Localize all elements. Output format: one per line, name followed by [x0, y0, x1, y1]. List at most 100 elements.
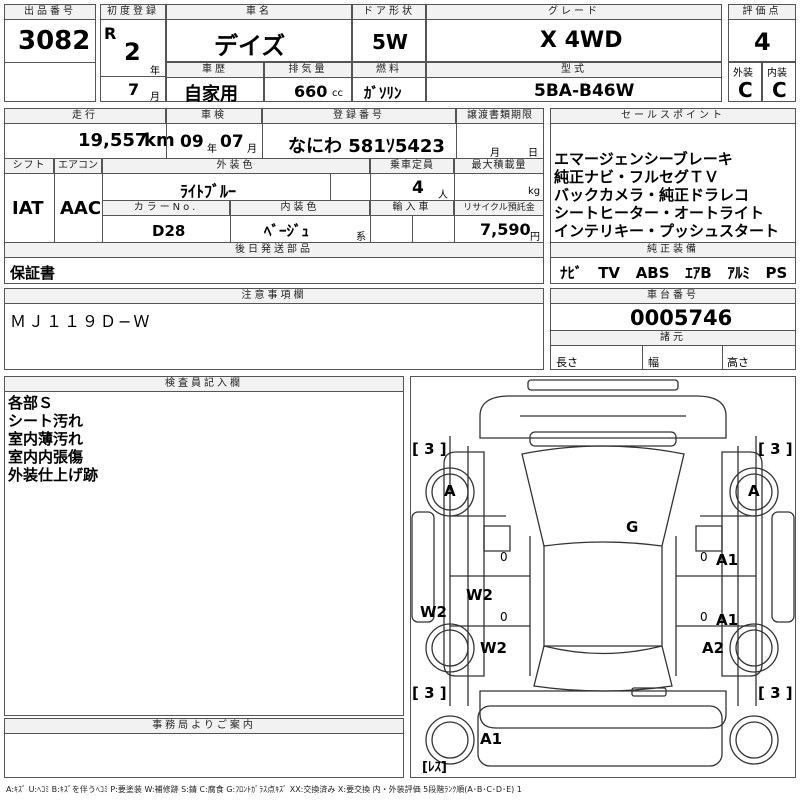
ext-color-label: 外装色	[102, 158, 370, 174]
equipment-item: ｱﾙﾐ	[727, 264, 750, 282]
shift-label: シフト	[4, 158, 54, 174]
roof-shape	[543, 546, 663, 647]
equipment-item: ﾅﾋﾞ	[560, 264, 583, 282]
mark-left-w2-upper: W2	[466, 586, 493, 604]
import-label: 輸入車	[370, 200, 454, 216]
wheel-rear-left	[425, 623, 475, 673]
int-color-value: ﾍﾞｰｼﾞｭ	[264, 222, 310, 240]
sales-point-line: インテリキー・プッシュスタート	[554, 222, 780, 240]
mark-bracket-bl: [ 3 ]	[412, 684, 447, 702]
recycle-label: リサイクル預託金	[454, 200, 544, 216]
rear-bumper-shape	[479, 690, 727, 729]
displacement-value: 660	[294, 82, 328, 101]
interior-cell	[762, 62, 796, 102]
mark-wheel-fr: A	[748, 482, 760, 500]
transfer-deadline-label: 譲渡書類期限	[456, 108, 544, 124]
plate-value: なにわ 581ｿ5423	[288, 136, 445, 157]
capacity-value: 4	[412, 178, 424, 198]
inspection-year: 09	[180, 132, 204, 152]
exterior-label: 外装	[733, 68, 753, 79]
equipment-item: ABS	[635, 264, 670, 282]
sales-point-line: バックカメラ・純正ドラレコ	[554, 186, 750, 204]
inspector-line: 外装仕上げ跡	[8, 466, 99, 484]
mark-rear-a1: A1	[480, 730, 503, 748]
color-no-value: D28	[152, 222, 186, 240]
grade-value: X 4WD	[540, 28, 623, 53]
wheel-front-left	[425, 467, 475, 517]
fuel-label: 燃料	[352, 62, 426, 78]
inspection-label: 車検	[166, 108, 262, 124]
mark-zero: 0	[500, 550, 508, 564]
sales-points-label: セールスポイント	[550, 108, 796, 124]
door-value: 5W	[372, 30, 408, 54]
mileage-label: 走行	[4, 108, 166, 124]
plate-label: 登録番号	[262, 108, 456, 124]
max-load-unit: kg	[528, 186, 541, 197]
front-bumper-shape	[527, 379, 679, 391]
mark-zero: 0	[700, 550, 708, 564]
mark-bracket-br: [ 3 ]	[758, 684, 793, 702]
mark-rear-less: [ﾚｽ]	[422, 760, 447, 775]
office-label: 事務局よりご案内	[4, 718, 404, 734]
inspection-month-unit: 月	[247, 144, 257, 155]
mark-glass: G	[626, 518, 639, 536]
fuel-value: ｶﾞｿﾘﾝ	[364, 84, 402, 102]
mark-left-w2-lower: W2	[480, 639, 507, 657]
equipment-item: PS	[765, 264, 788, 282]
later-parts-label: 後日発送部品	[4, 242, 544, 258]
wheel-bottom-right	[729, 715, 779, 765]
height-label: 高さ	[727, 356, 749, 369]
legend: A:ｷｽﾞ U:ﾍｺﾐ B:ｷｽﾞを伴うﾍｺﾐ P:要塗装 W:補修跡 S:錆 …	[6, 785, 522, 794]
mark-bracket-tr: [ 3 ]	[758, 440, 793, 458]
equipment-list: ﾅﾋﾞ TV ABS ｴｱB ｱﾙﾐ PS PW	[560, 262, 800, 283]
grade-label: グレード	[426, 4, 722, 20]
later-parts-value: 保証書	[10, 264, 56, 282]
lot-number-value: 3082	[18, 26, 91, 56]
int-color-label: 内装色	[230, 200, 370, 216]
wheel-bottom-left	[425, 715, 475, 765]
inspector-notes: 各部Ｓ シート汚れ 室内薄汚れ 室内内張傷 外装仕上げ跡	[8, 394, 98, 484]
car-name-label: 車名	[166, 4, 352, 20]
body-outline	[449, 436, 757, 706]
aircon-label: エアコン	[54, 158, 102, 174]
inspector-line: 室内薄汚れ	[8, 430, 84, 448]
recycle-unit: 円	[530, 232, 540, 243]
wheel-rear-right	[729, 623, 779, 673]
color-no-label: カラーNo.	[102, 200, 230, 216]
inspection-month: 07	[220, 132, 244, 152]
first-registration-label: 初度登録	[100, 4, 166, 20]
exterior-value: C	[738, 78, 753, 102]
inspector-line: 各部Ｓ	[8, 394, 54, 412]
chassis-label: 車台番号	[550, 288, 796, 304]
displacement-label: 排気量	[264, 62, 352, 78]
history-value: 自家用	[184, 84, 238, 105]
notes-value: ＭＪ１１９Ｄ−Ｗ	[10, 312, 152, 331]
month-unit: 月	[150, 92, 160, 103]
mileage-value: 19,557	[78, 130, 148, 151]
mark-right-a1-lower: A1	[716, 611, 739, 629]
history-label: 車歴	[166, 62, 264, 78]
mark-zero: 0	[700, 610, 708, 624]
sales-point-line: 純正ナビ・フルセグＴＶ	[554, 168, 720, 186]
mileage-unit: km	[144, 130, 175, 151]
equipment-item: TV	[598, 264, 621, 282]
interior-label: 内装	[767, 68, 787, 79]
car-name-value: デイズ	[214, 32, 286, 60]
length-label: 長さ	[556, 356, 578, 369]
windshield-shape	[521, 445, 685, 547]
model-label: 型式	[426, 62, 722, 78]
width-label: 幅	[648, 356, 659, 369]
interior-value: C	[772, 78, 787, 102]
score-label: 評価点	[728, 4, 796, 20]
chassis-value: 0005746	[630, 306, 733, 330]
sales-point-line: シートヒーター・オートライト	[554, 204, 765, 222]
sales-points-list: エマージェンシーブレーキ 純正ナビ・フルセグＴＶ バックカメラ・純正ドラレコ シ…	[554, 150, 779, 240]
displacement-unit: cc	[332, 88, 343, 99]
shift-value: IAT	[12, 198, 44, 219]
inspector-line: 室内内張傷	[8, 448, 84, 466]
month-value: 7	[128, 80, 140, 99]
mark-right-a1-upper: A1	[716, 551, 739, 569]
capacity-unit: 人	[438, 190, 448, 201]
mark-right-a2: A2	[702, 639, 725, 657]
exterior-cell	[728, 62, 762, 102]
